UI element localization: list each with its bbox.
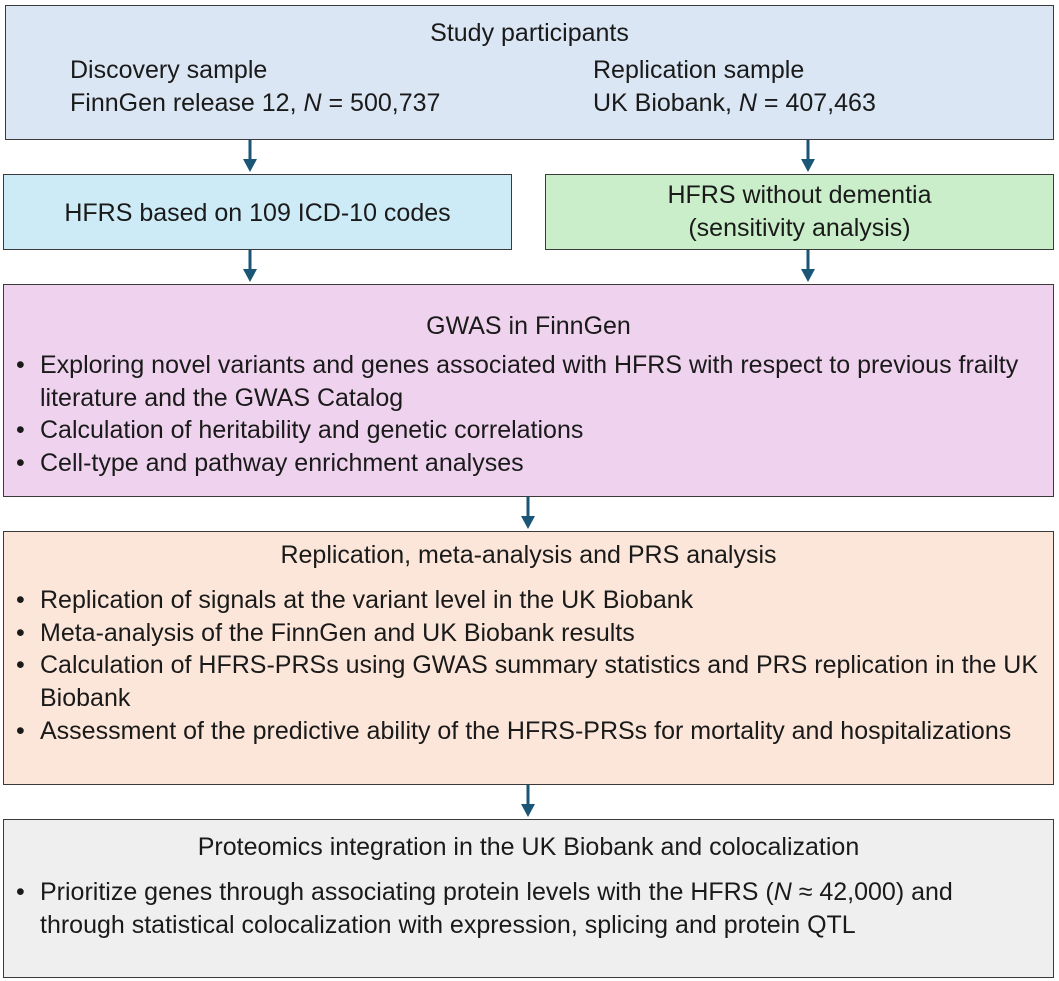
proteomics-n-symbol: N [773, 878, 792, 906]
arrow-down-center-1 [521, 497, 535, 529]
arrow-down-right-2 [801, 250, 815, 282]
replication-bullet-item: Assessment of the predictive ability of … [16, 715, 1043, 748]
discovery-detail-prefix: FinnGen release 12, [70, 89, 304, 117]
replication-n-symbol: N [738, 89, 757, 117]
study-participants-title: Study participants [430, 19, 629, 47]
gwas-bullet-item: Exploring novel variants and genes assoc… [16, 349, 1043, 414]
gwas-finngen-box: GWAS in FinnGen Exploring novel variants… [3, 284, 1054, 497]
replication-bullet-item: Replication of signals at the variant le… [16, 584, 1043, 617]
replication-n-value: = 407,463 [756, 89, 876, 117]
proteomics-bullet-list: Prioritize genes through associating pro… [16, 876, 1043, 941]
arrow-down-left-2 [243, 250, 257, 282]
proteomics-bullet-item: Prioritize genes through associating pro… [16, 876, 1043, 941]
hfrs-icd10-label: HFRS based on 109 ICD-10 codes [64, 199, 451, 227]
proteomics-colocalization-title: Proteomics integration in the UK Biobank… [197, 833, 860, 861]
replication-bullet-item: Meta-analysis of the FinnGen and UK Biob… [16, 617, 1043, 650]
replication-meta-prs-box: Replication, meta-analysis and PRS analy… [3, 531, 1054, 785]
hfrs-without-dementia-line2: (sensitivity analysis) [688, 214, 911, 242]
hfrs-icd10-box: HFRS based on 109 ICD-10 codes [3, 174, 512, 250]
hfrs-without-dementia-line1: HFRS without dementia [667, 181, 932, 209]
gwas-bullet-item: Cell-type and pathway enrichment analyse… [16, 447, 1043, 480]
arrow-down-left-1 [243, 140, 257, 172]
replication-meta-prs-title: Replication, meta-analysis and PRS analy… [280, 541, 777, 569]
discovery-sample-heading: Discovery sample [70, 56, 268, 84]
gwas-finngen-title: GWAS in FinnGen [426, 312, 631, 340]
replication-detail-prefix: UK Biobank, [593, 89, 739, 117]
discovery-n-value: = 500,737 [321, 89, 441, 117]
proteomics-colocalization-box: Proteomics integration in the UK Biobank… [3, 819, 1054, 978]
discovery-n-symbol: N [303, 89, 322, 117]
replication-sample-heading: Replication sample [593, 56, 805, 84]
proteomics-item-prefix: Prioritize genes through associating pro… [40, 878, 774, 906]
replication-bullet-list: Replication of signals at the variant le… [16, 584, 1043, 748]
arrow-down-center-2 [521, 785, 535, 817]
hfrs-without-dementia-box: HFRS without dementia (sensitivity analy… [545, 174, 1054, 250]
replication-sample-detail: UK Biobank, N = 407,463 [593, 88, 876, 118]
arrow-down-right-1 [801, 140, 815, 172]
replication-bullet-item: Calculation of HFRS-PRSs using GWAS summ… [16, 649, 1043, 714]
proteomics-item-suffix: ≈ 42,000) and through statistical coloca… [40, 878, 953, 939]
discovery-sample-detail: FinnGen release 12, N = 500,737 [70, 88, 440, 118]
study-participants-box: Study participants Discovery sample Finn… [5, 5, 1054, 140]
gwas-bullet-item: Calculation of heritability and genetic … [16, 414, 1043, 447]
gwas-bullet-list: Exploring novel variants and genes assoc… [16, 349, 1043, 480]
